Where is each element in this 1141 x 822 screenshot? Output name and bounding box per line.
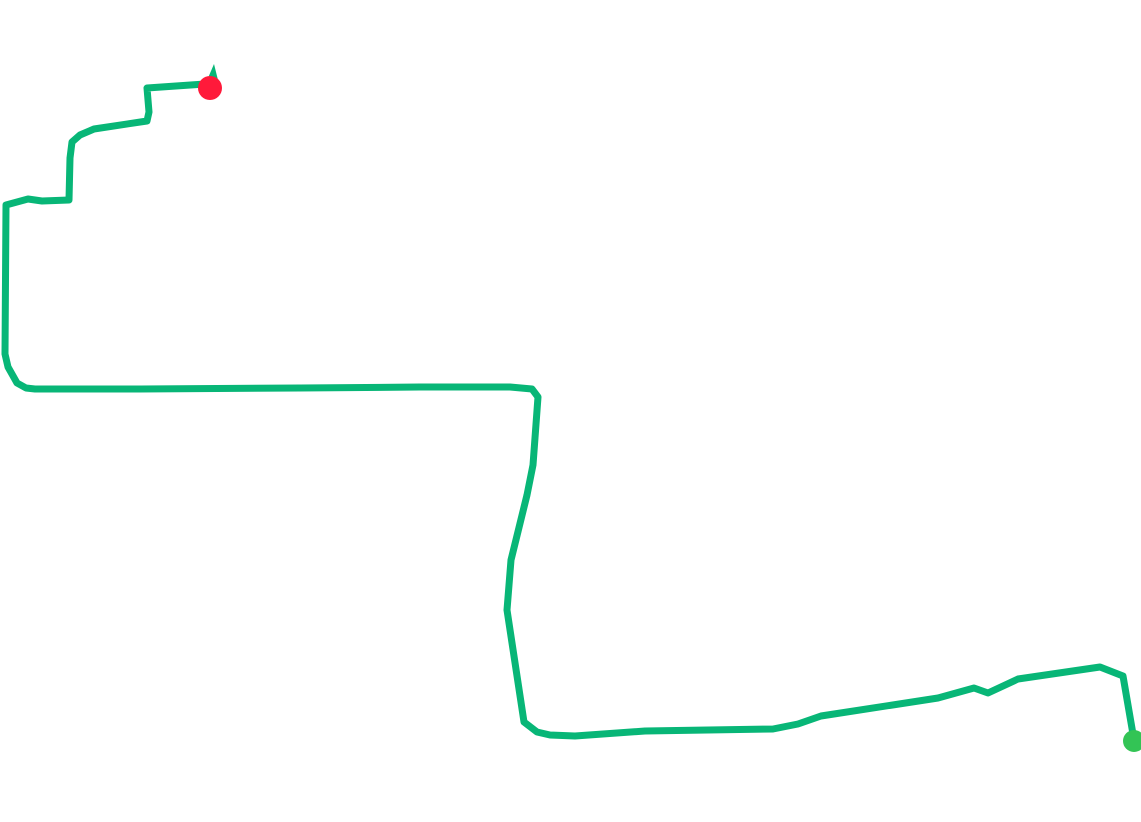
start-marker-icon[interactable]: [1123, 730, 1141, 752]
direction-arrow-icon: [208, 64, 218, 80]
end-marker-icon[interactable]: [198, 76, 222, 100]
route-line[interactable]: [1, 80, 1138, 741]
